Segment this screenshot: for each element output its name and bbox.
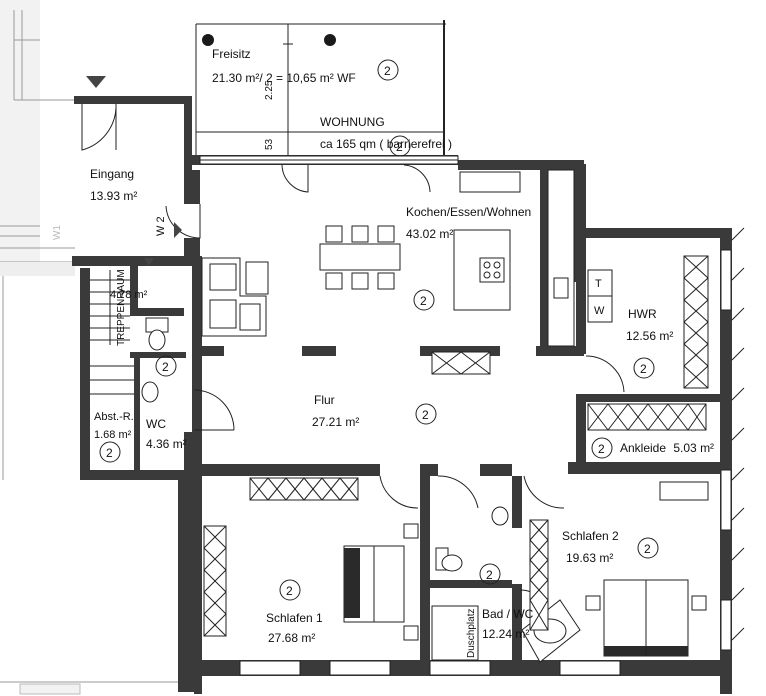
bad-name: Bad / WC — [482, 607, 534, 621]
wc-name: WC — [146, 417, 166, 431]
svg-text:2: 2 — [640, 362, 647, 376]
unit-badge: 2 — [633, 357, 655, 379]
unit-badge: 2 — [99, 441, 121, 463]
freisitz-name: Freisitz — [212, 47, 251, 61]
living-furniture — [201, 169, 575, 375]
flur-area: 27.21 m² — [312, 415, 359, 429]
w1-label: W1 — [52, 225, 63, 240]
outside-context — [0, 0, 200, 695]
hwr-appliance-t: T — [595, 278, 602, 290]
flur-name: Flur — [314, 393, 335, 407]
staircase — [90, 270, 134, 395]
kochen-area: 43.02 m² — [406, 227, 453, 241]
bad-area: 12.24 m² — [482, 627, 529, 641]
exterior-hatching — [731, 227, 745, 641]
unit-badge: 2 — [279, 579, 301, 601]
kochen-name: Kochen/Essen/Wohnen — [406, 205, 531, 219]
unit-badge: 2 — [413, 289, 435, 311]
ankleide-wardrobe — [587, 403, 707, 431]
svg-text:2: 2 — [384, 64, 391, 78]
freisitz-area: 21.30 m²/ 2 = 10,65 m² WF — [212, 71, 356, 85]
svg-text:2: 2 — [106, 446, 113, 460]
schlafen2-area: 19.63 m² — [566, 551, 613, 565]
windows — [199, 155, 732, 676]
unit-badge: 2 — [637, 537, 659, 559]
ankleide-area: 5.03 m² — [673, 441, 714, 455]
eingang-name: Eingang — [90, 167, 134, 181]
w2-label: W 2 — [155, 216, 167, 236]
unit-badge: 2 — [591, 437, 613, 459]
unit-badge: 2 — [479, 563, 501, 585]
schlafen2-furniture — [529, 481, 709, 657]
treppenraum-name: TREPPENRAUM — [116, 269, 127, 346]
wc-area: 4.36 m² — [146, 437, 187, 451]
svg-text:2: 2 — [422, 408, 429, 422]
column-icon — [202, 34, 214, 46]
abst-name: Abst.-R. — [94, 411, 134, 423]
unit-badge: 2 — [377, 59, 399, 81]
schlafen1-furniture — [203, 477, 419, 641]
hwr-furniture — [587, 255, 709, 389]
arrow-down-icon — [144, 258, 154, 266]
wc-fixtures — [141, 317, 169, 403]
abst-area: 1.68 m² — [94, 429, 132, 441]
svg-text:2: 2 — [486, 568, 493, 582]
bad-shower-label: Duschplatz — [466, 609, 477, 658]
svg-text:2: 2 — [644, 542, 651, 556]
hwr-area: 12.56 m² — [626, 329, 673, 343]
ankleide-name: Ankleide — [620, 441, 666, 455]
column-icon — [324, 34, 336, 46]
walls — [72, 96, 732, 694]
unit-badge: 2 — [415, 403, 437, 425]
ankleide-label: Ankleide 5.03 m² — [620, 441, 714, 455]
svg-text:2: 2 — [162, 360, 169, 374]
schlafen2-name: Schlafen 2 — [562, 529, 619, 543]
treppenraum-area: 4.78 m² — [110, 289, 148, 301]
svg-text:2: 2 — [396, 140, 403, 154]
wohnung-title: WOHNUNG — [320, 115, 385, 129]
entry-marker-icon — [86, 76, 106, 88]
svg-text:2: 2 — [598, 442, 605, 456]
hwr-name: HWR — [628, 307, 657, 321]
freisitz-terrace — [195, 20, 446, 156]
arrow-right-icon — [174, 222, 182, 238]
wohnung-subtitle: ca 165 qm ( barrierefrei ) — [320, 137, 452, 151]
svg-text:2: 2 — [286, 584, 293, 598]
freisitz-dim-small: 53 — [264, 138, 275, 150]
schlafen1-name: Schlafen 1 — [266, 611, 323, 625]
unit-badge: 2 — [389, 135, 411, 157]
eingang-area: 13.93 m² — [90, 189, 137, 203]
schlafen1-area: 27.68 m² — [268, 631, 315, 645]
hwr-appliance-w: W — [594, 305, 605, 317]
unit-badge: 2 — [155, 355, 177, 377]
freisitz-dim-vertical: 2.25 — [264, 80, 275, 100]
svg-text:2: 2 — [420, 294, 427, 308]
